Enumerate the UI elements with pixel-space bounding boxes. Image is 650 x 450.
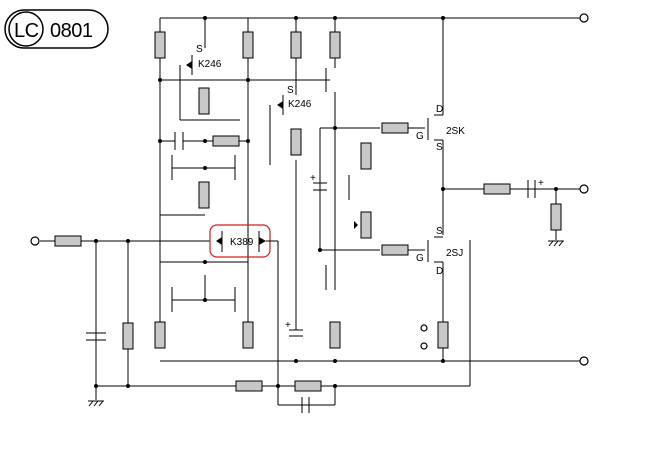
junction-dots	[94, 16, 558, 388]
bias-test-terminal-bottom	[420, 342, 428, 350]
output-stage: D G S 2SK S G D 2SJ	[381, 18, 465, 361]
bias-test-terminal-top	[420, 324, 428, 332]
voltage-amp-stage: S K246 + +	[269, 18, 380, 349]
output-ground-icon	[548, 240, 564, 247]
k246b-pin-s: S	[287, 85, 294, 96]
k389-label: K389	[230, 237, 254, 248]
logo-right-text: 0801	[50, 20, 93, 42]
2sj-label: 2SJ	[446, 248, 463, 259]
input-terminal	[30, 236, 40, 246]
output-network: +	[443, 178, 582, 247]
2sk-label: 2SK	[446, 126, 465, 137]
k389-jfet-pair: K389	[209, 224, 279, 405]
logo-left-text: LC	[14, 20, 39, 42]
k246b-label: K246	[288, 99, 312, 110]
lower-left-stage	[154, 261, 254, 349]
2sk-pin-g: G	[416, 131, 424, 142]
svg-text:+: +	[310, 173, 316, 184]
2sk-pin-s: S	[436, 142, 443, 153]
2sj-pin-g: G	[416, 253, 424, 264]
terminals	[30, 13, 589, 366]
output-terminal	[579, 184, 589, 194]
input-bias-resistor	[122, 322, 134, 350]
upper-left-stage: S K246	[154, 18, 330, 330]
2sj-pin-d: D	[436, 266, 443, 277]
k246a-pin-s: S	[196, 44, 203, 55]
supply-rails	[96, 17, 582, 387]
feedback-network	[235, 380, 336, 413]
input-stage	[40, 235, 210, 407]
k246a-label: K246	[198, 59, 222, 70]
svg-text:+: +	[538, 178, 544, 189]
ground-icon	[88, 400, 104, 407]
positive-supply-terminal	[579, 13, 589, 23]
logo: LC 0801	[4, 9, 109, 49]
svg-text:+: +	[285, 320, 291, 331]
negative-supply-terminal	[579, 356, 589, 366]
input-resistor	[54, 235, 82, 247]
2sk-pin-d: D	[436, 104, 443, 115]
2sj-pin-s: S	[436, 226, 443, 237]
